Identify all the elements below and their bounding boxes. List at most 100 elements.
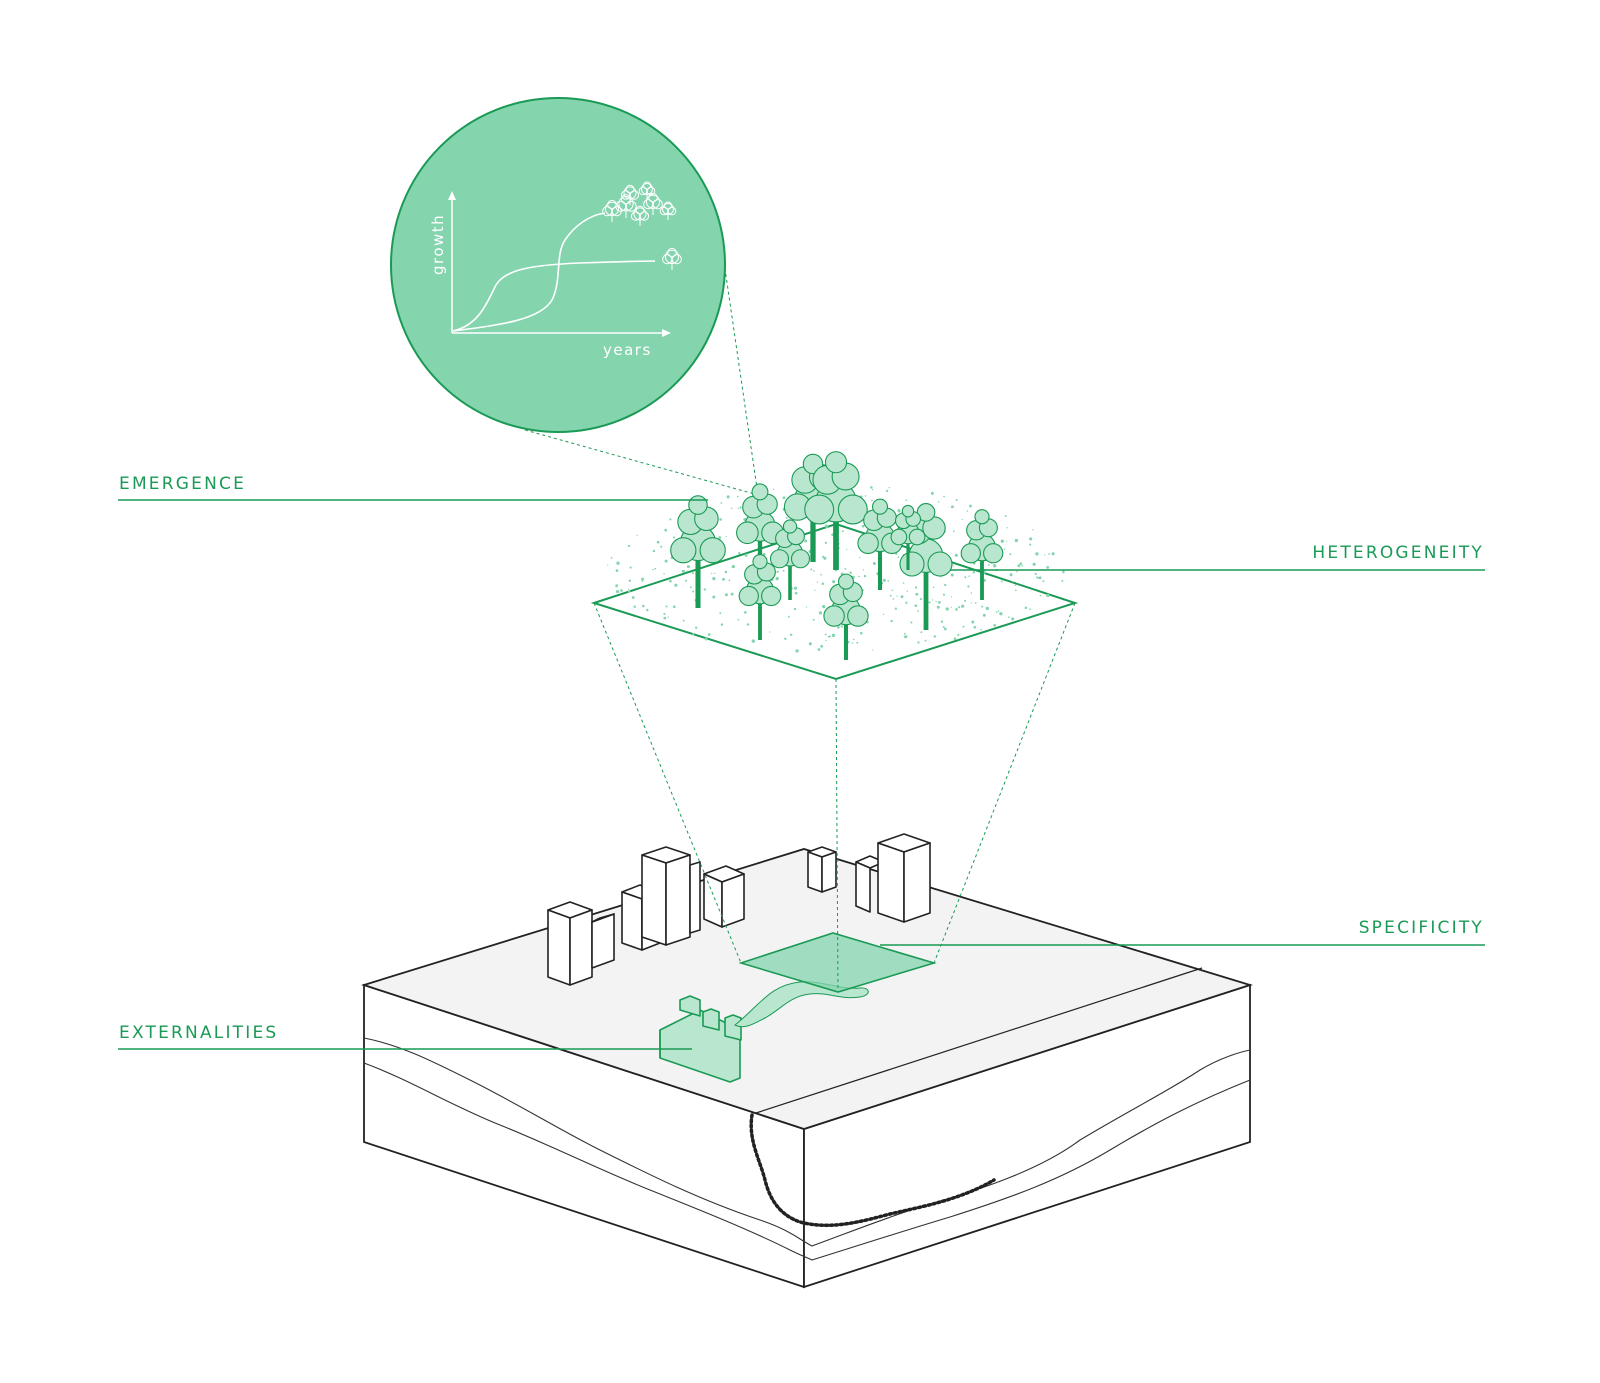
speckle-dot [993,623,997,627]
speckle-dot [724,570,728,574]
speckle-dot [892,598,895,600]
speckle-dot [664,559,668,563]
speckle-dot [704,637,708,641]
speckle-dot [654,567,657,570]
speckle-dot [813,570,815,572]
speckle-dot [793,607,797,611]
speckle-dot [872,561,876,566]
speckle-dot [945,607,949,611]
speckle-dot [943,495,945,498]
heterogeneity-plane [590,522,1079,681]
speckle-dot [607,564,609,566]
speckle-dot [610,556,613,559]
speckle-dot [686,570,688,573]
speckle-dot [629,566,632,569]
speckle-dot [712,576,716,581]
speckle-dot [840,625,843,628]
inset-tree-icon [643,192,663,215]
inset-tree-icon [620,184,640,205]
speckle-dot [872,649,874,651]
speckle-dot [656,540,660,544]
speckle-dot [972,570,976,574]
building [641,846,701,946]
speckle-dot [930,491,934,495]
speckle-dot [1051,552,1055,556]
speckle-dot [642,604,645,608]
speckle-dot [739,506,742,509]
speckle-dot [992,564,997,568]
speckle-dot [856,641,859,644]
speckle-dot [957,633,960,636]
building [547,901,615,986]
speckle-dot [1016,570,1018,573]
speckle-dot [825,639,827,642]
speckle-dot [871,488,874,491]
speckle-dot [810,568,813,571]
speckle-dot [837,626,840,629]
forest-curve [452,212,606,332]
speckle-dot [633,605,636,608]
single-tree-curve [452,260,656,332]
speckle-dot [641,577,645,581]
speckle-dot [970,592,973,594]
speckle-dot [1046,593,1050,598]
speckle-dot [887,580,889,582]
building [807,846,837,893]
speckle-dot [1004,514,1007,518]
speckle-dot [795,649,799,653]
speckle-dot [863,574,867,578]
speckle-dot [985,606,989,611]
speckle-dot [973,625,977,629]
speckle-dot [1044,554,1046,556]
speckle-dot [1038,576,1042,580]
speckle-dot [672,536,676,539]
speckle-dot [937,501,940,503]
inset-tree-icon [638,181,656,200]
speckle-dot [1014,584,1016,587]
speckle-dot [917,610,919,612]
speckle-dot [712,595,716,599]
projection-lines [524,261,1076,993]
speckle-dot [1024,606,1028,610]
speckle-dot [1021,565,1024,567]
speckle-dot [849,571,852,574]
buildings [547,833,931,986]
speckle-dot [731,564,735,569]
label-emergence: EMERGENCE [119,474,247,494]
speckle-dot [804,539,808,543]
speckle-dot [950,606,952,608]
forest-tree [857,498,903,590]
speckle-dot [862,569,865,571]
speckle-dot [1014,589,1017,592]
speckle-dot [933,635,937,638]
speckle-dot [672,605,676,609]
speckle-dot [964,576,967,579]
speckle-dot [966,510,969,512]
speckle-dot [932,586,935,589]
speckle-dot [920,631,923,634]
speckle-dot [714,572,716,575]
building [855,833,931,923]
speckle-dot [971,620,975,624]
speckle-dot [1039,594,1042,597]
speckle-dot [961,518,963,521]
speckle-dot [1035,552,1039,556]
speckle-dot [641,580,644,582]
speckle-dot [1009,573,1013,577]
speckle-dot [831,633,836,638]
speckle-dot [725,535,727,538]
speckle-dot [814,589,816,592]
speckle-dot [1032,562,1036,566]
speckle-dot [919,597,923,601]
speckle-dot [980,628,982,631]
speckle-dot [882,578,886,582]
speckle-dot [841,530,844,533]
speckle-dot [1034,572,1037,576]
speckle-dot [719,518,722,521]
speckle-dot [631,596,635,599]
speckle-dot [844,567,847,570]
speckle-dot [997,610,1000,612]
speckle-dot [730,592,734,596]
forest-tree [823,573,869,660]
